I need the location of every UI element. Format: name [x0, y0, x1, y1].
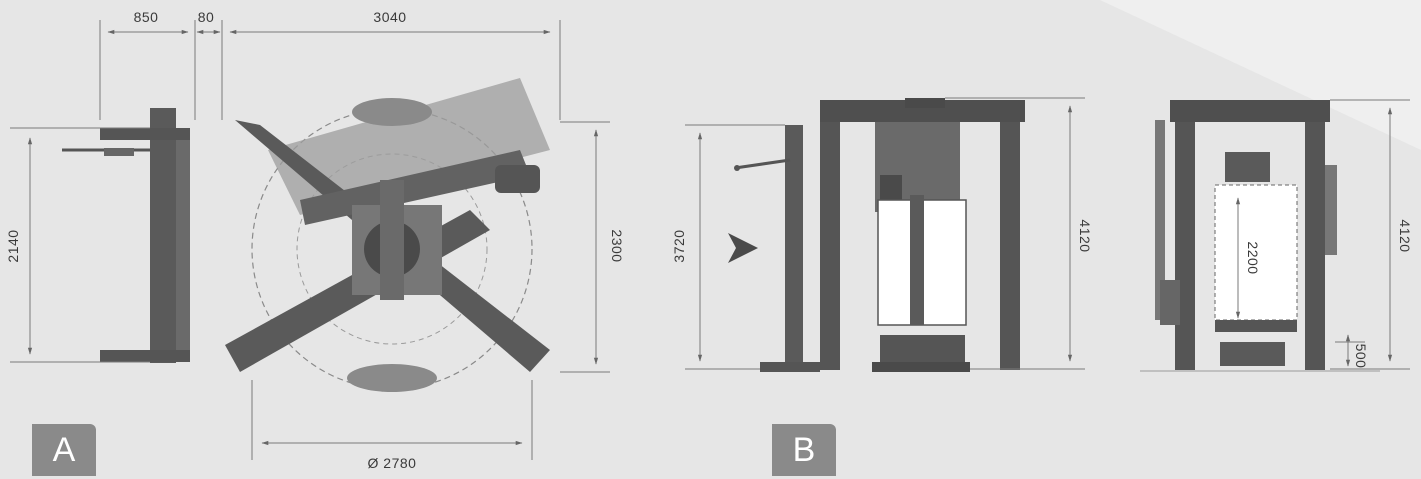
view-a-badge: A: [32, 424, 96, 476]
view-b-mast: [734, 125, 820, 372]
view-b-front-frame: [820, 98, 1025, 372]
dim-3040-label: 3040: [373, 9, 406, 25]
dim-500-label: 500: [1353, 344, 1369, 369]
dim-3720-label: 3720: [671, 229, 687, 262]
view-a-dimensions: [10, 20, 610, 460]
dim-4120-side-label: 4120: [1397, 219, 1413, 252]
dim-4120-front-label: 4120: [1077, 219, 1093, 252]
view-b-dimensions: [685, 97, 1410, 372]
background-highlight: [1100, 0, 1421, 150]
dim-80-label: 80: [198, 9, 215, 25]
dim-2300-label: 2300: [609, 229, 625, 262]
view-b-badge: B: [772, 424, 836, 476]
view-a-side-elevation: [62, 108, 190, 363]
dim-850-label: 850: [134, 9, 159, 25]
dim-diameter-label: Ø 2780: [368, 455, 417, 471]
dim-2140-label: 2140: [5, 229, 21, 262]
dim-2200-label: 2200: [1245, 241, 1261, 274]
view-a-top-plan: [225, 78, 550, 392]
pointer-arrow-icon: [728, 233, 758, 263]
view-b-side-frame: [1155, 100, 1337, 370]
